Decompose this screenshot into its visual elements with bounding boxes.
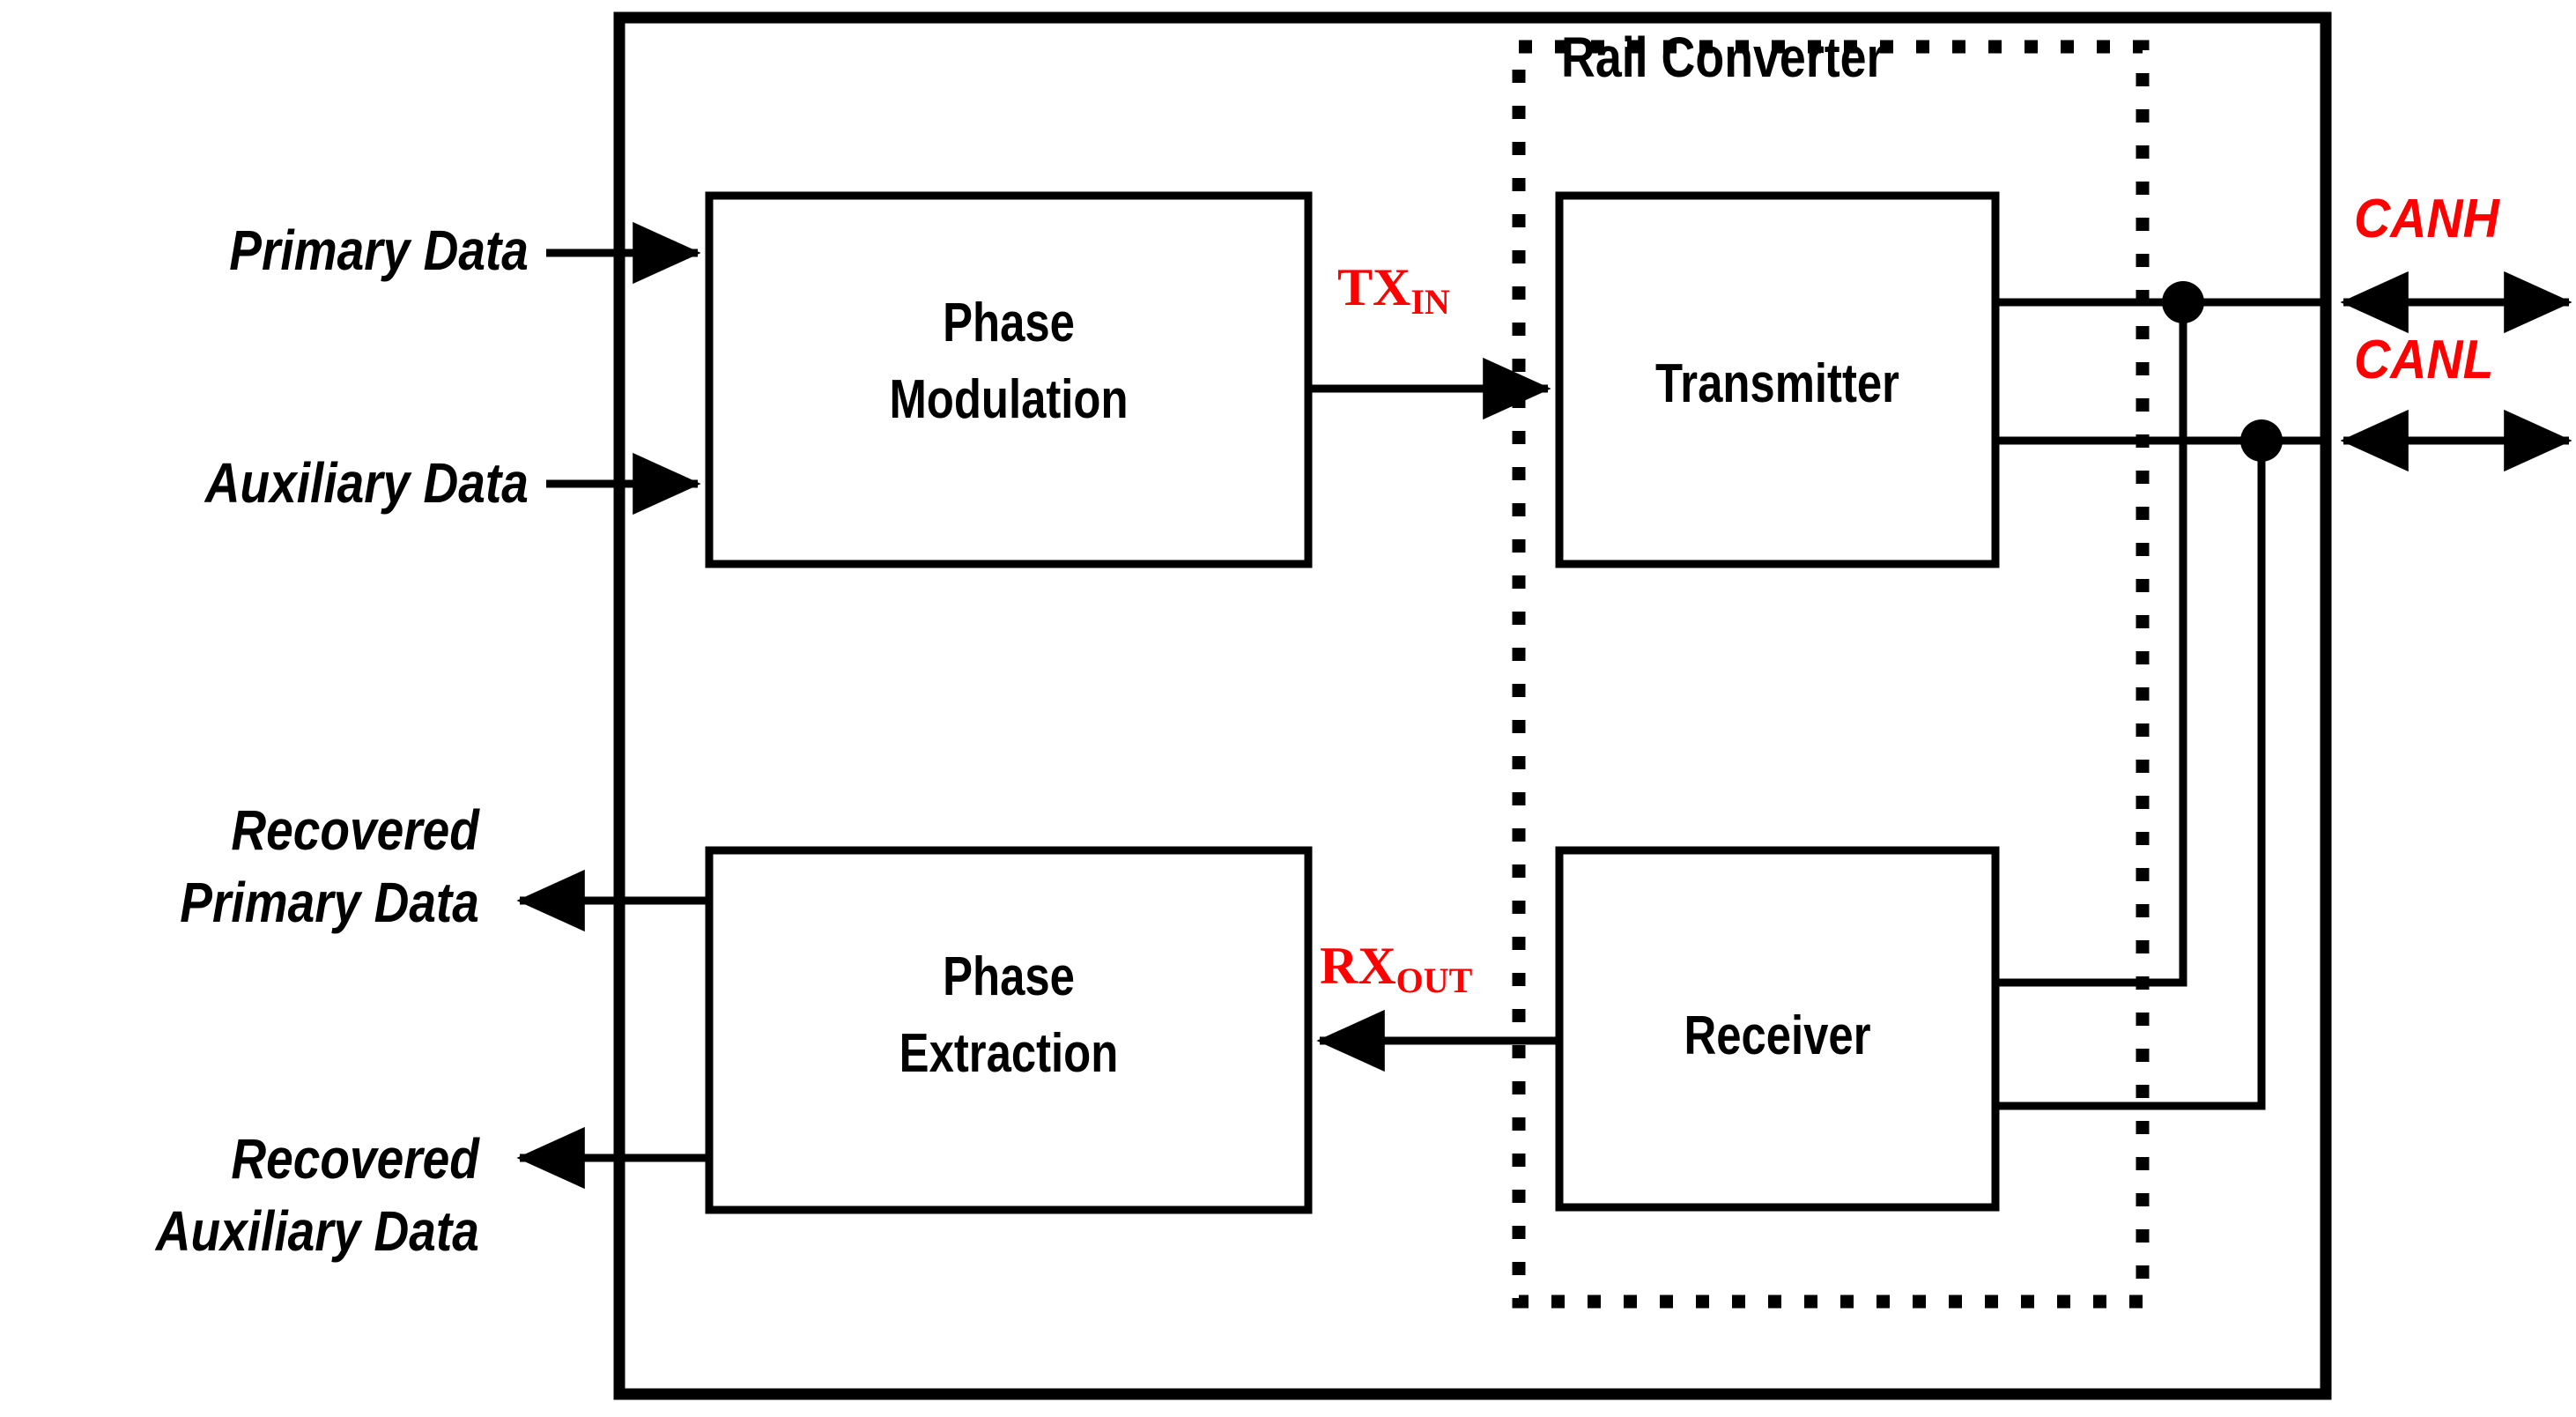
transmitter-label: Transmitter	[1559, 352, 1995, 415]
tap-canh-to-receiver	[1995, 302, 2187, 987]
signal-label-tx-in: TXIN	[1337, 258, 1450, 320]
receiver-box	[1555, 846, 2000, 1212]
tap-canl-to-receiver	[1995, 441, 2266, 1110]
signal-label-rx-out-base: RX	[1320, 937, 1396, 995]
output-label-recovered-auxiliary-line2: Auxiliary Data	[155, 1199, 479, 1263]
outer-enclosure-box	[613, 11, 2332, 1400]
receiver-label-line1: Receiver	[1684, 1005, 1871, 1066]
output-label-recovered-auxiliary-line1: Recovered	[231, 1127, 479, 1191]
output-label-recovered-auxiliary: Recovered Auxiliary Data	[103, 1126, 479, 1264]
phase-modulation-box	[705, 191, 1313, 568]
receiver-label: Receiver	[1559, 1005, 1995, 1067]
phase-extraction-box	[705, 846, 1313, 1214]
junction-dot-canl	[2240, 419, 2283, 462]
signal-label-tx-in-sub: IN	[1410, 282, 1450, 322]
output-label-recovered-primary-line1: Recovered	[231, 798, 479, 862]
rail-converter-caption: Rail Converter	[1561, 26, 1885, 89]
output-label-recovered-primary: Recovered Primary Data	[131, 798, 479, 935]
phase-modulation-label: Phase Modulation	[709, 291, 1308, 432]
phase-modulation-label-line2: Modulation	[889, 369, 1129, 431]
transmitter-box	[1555, 191, 2000, 568]
junction-dot-canh	[2162, 281, 2204, 323]
output-label-recovered-primary-line2: Primary Data	[180, 871, 479, 934]
signal-label-rx-out-sub: OUT	[1395, 961, 1473, 1000]
input-label-primary-data: Primary Data	[229, 219, 529, 282]
transmitter-label-line1: Transmitter	[1655, 353, 1899, 414]
signal-label-rx-out: RXOUT	[1320, 937, 1472, 998]
bus-label-canl: CANL	[2354, 330, 2494, 390]
signal-label-tx-in-base: TX	[1337, 258, 1411, 316]
phase-modulation-label-line1: Phase	[943, 293, 1075, 353]
phase-extraction-label-line1: Phase	[943, 946, 1075, 1007]
input-label-auxiliary-data: Auxiliary Data	[204, 451, 529, 515]
bus-label-canh: CANH	[2354, 189, 2499, 249]
phase-extraction-label-line2: Extraction	[899, 1023, 1119, 1085]
phase-extraction-label: Phase Extraction	[709, 945, 1308, 1086]
